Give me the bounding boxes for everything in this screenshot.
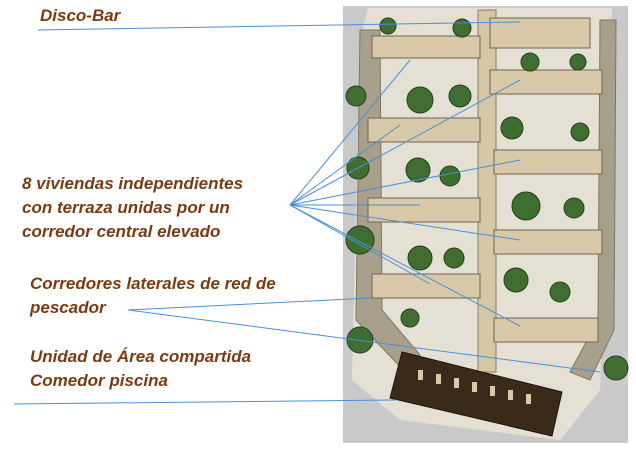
column [454, 378, 459, 388]
label-unidad-line: Unidad de Área compartida [30, 347, 252, 366]
disco-bar-module [489, 17, 591, 49]
leader-line-corredores [127, 297, 373, 311]
tree [345, 225, 375, 255]
leader-line-viviendas [289, 59, 411, 206]
trees [345, 17, 629, 381]
tree [503, 267, 529, 293]
tree [379, 17, 397, 35]
leader-line-viviendas [289, 124, 401, 206]
tree [569, 53, 587, 71]
column [490, 386, 495, 396]
dwelling-module [367, 197, 481, 223]
column [436, 374, 441, 384]
tree [407, 245, 433, 271]
label-unidad-line: Comedor piscina [30, 371, 168, 390]
label-viviendas-line: con terraza unidas por un [22, 198, 230, 217]
tree [570, 122, 590, 142]
dwelling-module [371, 273, 481, 299]
tree [603, 355, 629, 381]
label-corredores-line: Corredores laterales de red de [30, 274, 276, 293]
tree [406, 86, 434, 114]
dwelling-module [493, 317, 599, 343]
tree [405, 157, 431, 183]
leader-line-viviendas [289, 204, 521, 327]
leader-line-viviendas [289, 79, 521, 206]
column [526, 394, 531, 404]
label-disco-bar: Disco-Bar [40, 4, 120, 28]
dwelling-module [489, 69, 603, 95]
tree [345, 85, 367, 107]
label-disco-bar-text: Disco-Bar [40, 6, 121, 25]
shared-area-block [389, 351, 563, 437]
tree [448, 84, 472, 108]
leader-line-unidad [13, 399, 397, 405]
shared-area-columns [418, 370, 531, 404]
dwelling-module [367, 117, 481, 143]
leader-line-corredores [127, 309, 601, 373]
leader-lines [13, 21, 601, 405]
column [472, 382, 477, 392]
central-elevated-corridor [477, 9, 497, 373]
tree [511, 191, 541, 221]
label-viviendas: 8 viviendas independientes con terraza u… [22, 172, 243, 244]
tree [439, 165, 461, 187]
tree [549, 281, 571, 303]
tree [400, 308, 420, 328]
label-viviendas-line: 8 viviendas independientes [22, 174, 244, 193]
tree [500, 116, 524, 140]
dwelling-module [371, 35, 481, 59]
label-unidad: Unidad de Área compartida Comedor piscin… [30, 345, 251, 393]
tree [443, 247, 465, 269]
tree [452, 18, 472, 38]
leader-line-disco-bar [37, 21, 521, 31]
label-corredores: Corredores laterales de red de pescador [30, 272, 276, 320]
column [508, 390, 513, 400]
label-viviendas-line: corredor central elevado [22, 222, 221, 241]
dwelling-modules [367, 17, 603, 343]
tree [563, 197, 585, 219]
leader-line-viviendas [289, 204, 431, 285]
leader-line-viviendas [289, 159, 521, 206]
tree [520, 52, 540, 72]
column [418, 370, 423, 380]
label-corredores-line: pescador [30, 298, 106, 317]
dwelling-module [493, 229, 603, 255]
leader-line-viviendas [289, 204, 521, 241]
